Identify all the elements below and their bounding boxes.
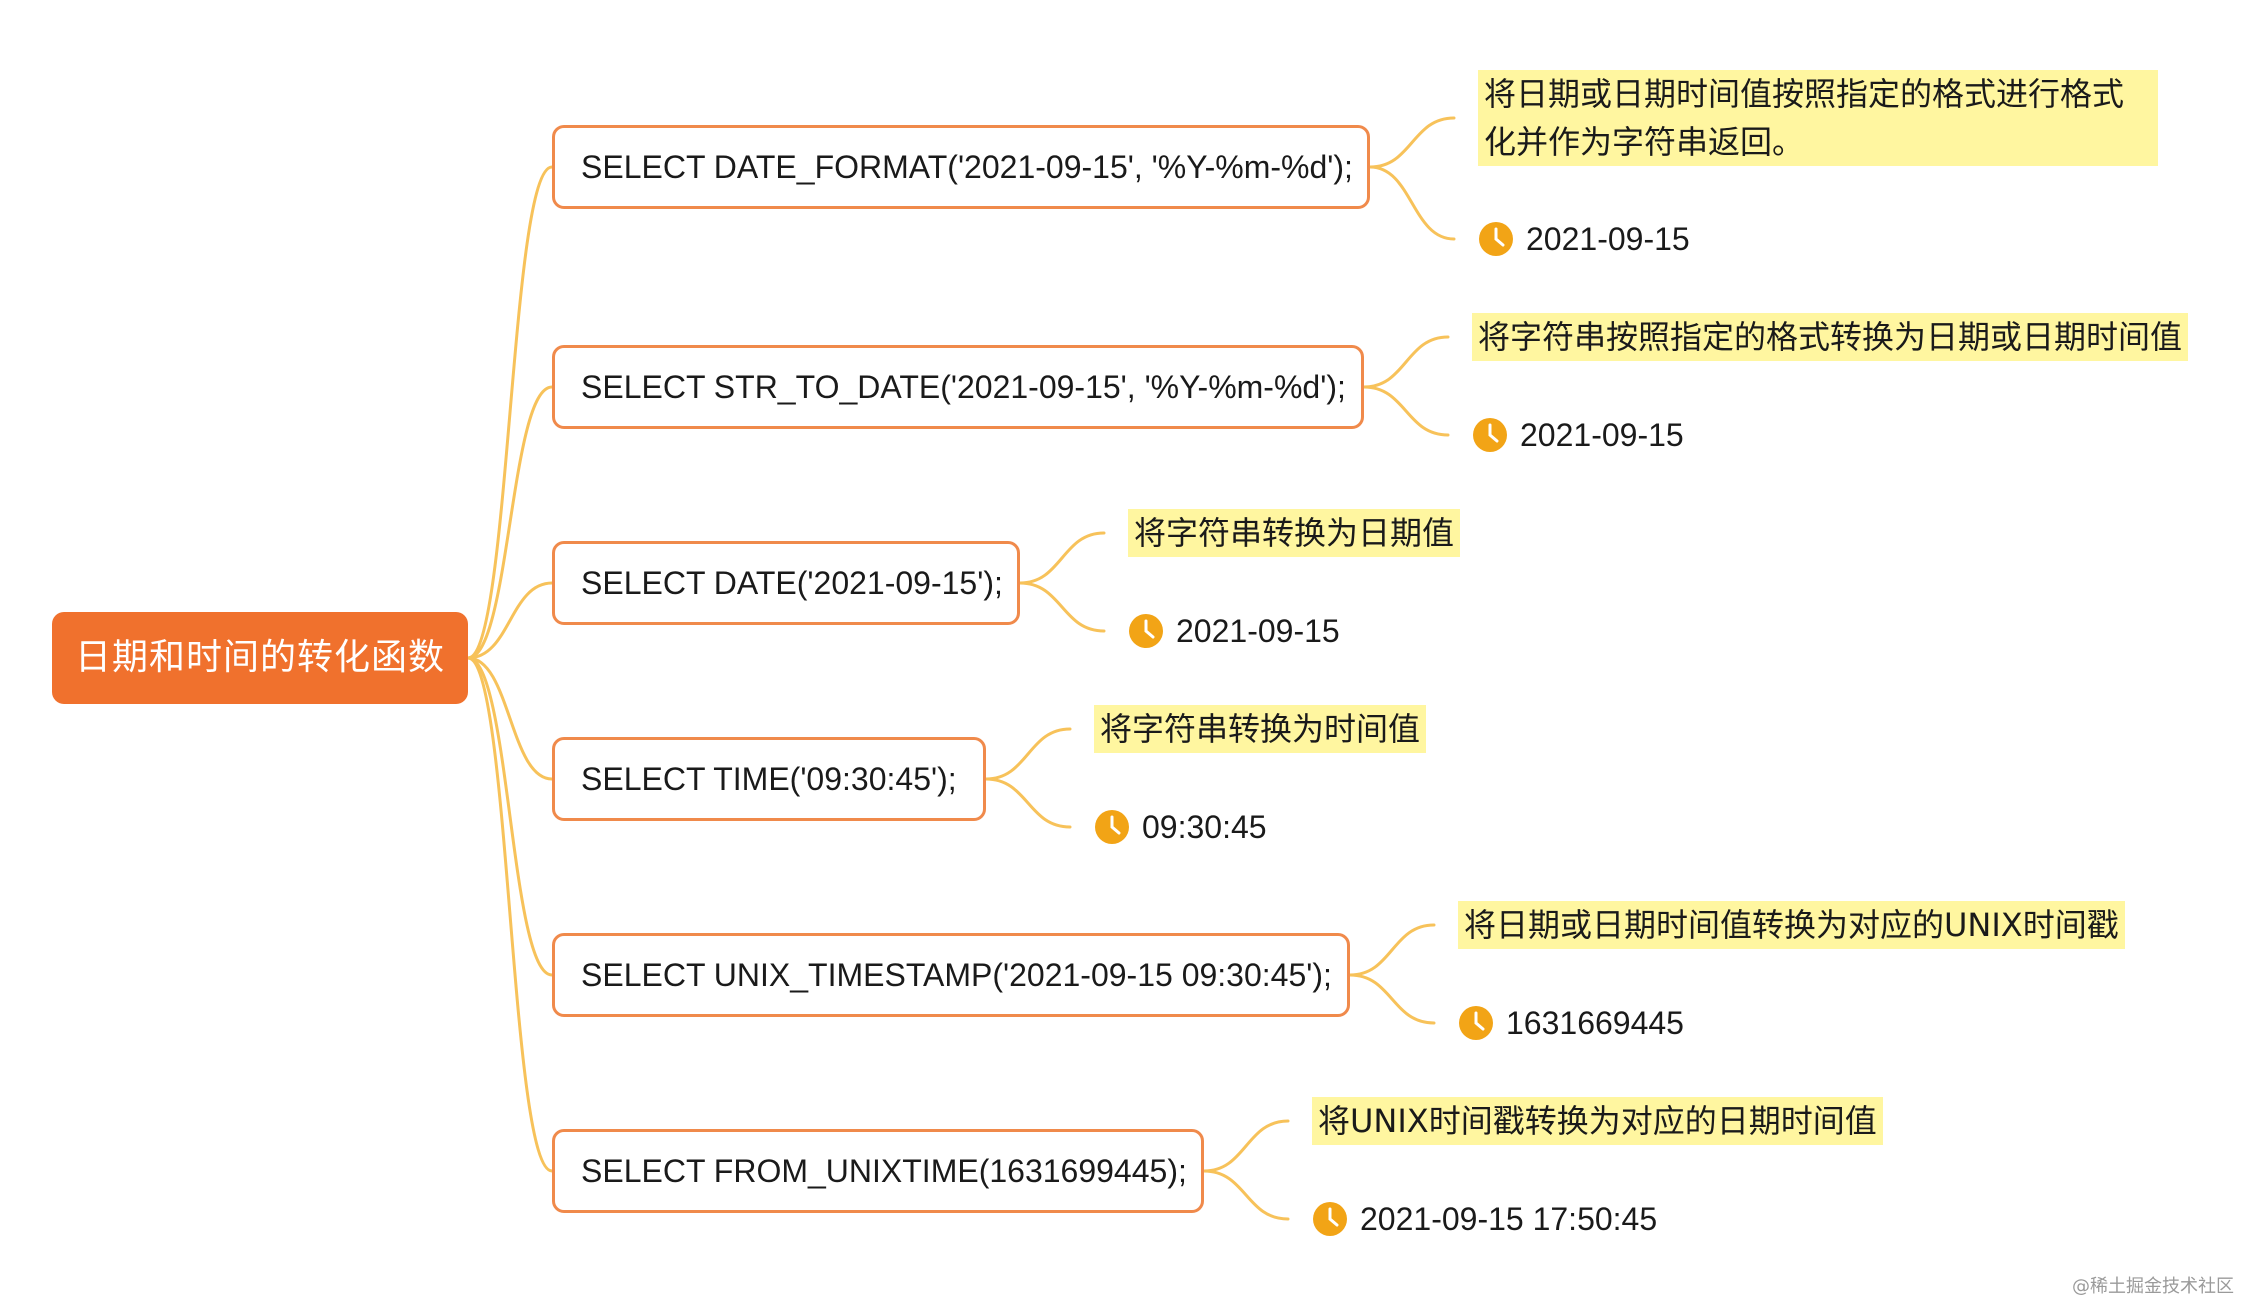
connector-2-desc [1018,531,1106,585]
result-value: 2021-09-15 [1526,220,1690,257]
sql-node-unix-timestamp[interactable]: SELECT UNIX_TIMESTAMP('2021-09-15 09:30:… [552,933,1350,1017]
connector-root-5 [466,656,554,1173]
description-date-format: 将日期或日期时间值按照指定的格式进行格式化并作为字符串返回。 [1478,70,2158,166]
connector-root-1 [466,385,554,660]
connector-0-desc [1368,116,1456,169]
connector-root-2 [466,581,554,660]
connector-5-result [1202,1169,1290,1221]
result-value: 09:30:45 [1142,808,1267,845]
description-str-to-date: 将字符串按照指定的格式转换为日期或日期时间值 [1472,313,2189,361]
connector-5-desc [1202,1119,1290,1173]
sql-node-date-format[interactable]: SELECT DATE_FORMAT('2021-09-15', '%Y-%m-… [552,125,1370,209]
sql-node-from-unixtime[interactable]: SELECT FROM_UNIXTIME(1631699445); [552,1129,1204,1213]
connector-root-0 [466,165,554,660]
description-time: 将字符串转换为时间值 [1094,705,1427,753]
result-value: 2021-09-15 17:50:45 [1360,1200,1658,1237]
result-value: 2021-09-15 [1176,612,1340,649]
connector-4-result [1348,973,1436,1025]
root-node[interactable]: 日期和时间的转化函数 [52,612,468,704]
result-value: 2021-09-15 [1520,416,1684,453]
connector-root-4 [466,656,554,977]
clock-icon [1459,1006,1493,1040]
result-str-to-date: 2021-09-15 [1472,415,1684,455]
result-date: 2021-09-15 [1128,611,1340,651]
connector-4-desc [1348,923,1436,977]
result-from-unixtime: 2021-09-15 17:50:45 [1312,1199,1657,1239]
sql-node-date[interactable]: SELECT DATE('2021-09-15'); [552,541,1020,625]
connector-1-desc [1362,335,1450,389]
description-date: 将字符串转换为日期值 [1128,509,1461,557]
sql-node-str-to-date[interactable]: SELECT STR_TO_DATE('2021-09-15', '%Y-%m-… [552,345,1364,429]
connector-root-3 [466,656,554,781]
clock-icon [1129,614,1163,648]
connector-1-result [1362,385,1450,437]
description-unix-timestamp: 将日期或日期时间值转换为对应的UNIX时间戳 [1458,901,2125,949]
result-unix-timestamp: 1631669445 [1458,1003,1684,1043]
clock-icon [1473,418,1507,452]
result-value: 1631669445 [1506,1004,1684,1041]
sql-node-time[interactable]: SELECT TIME('09:30:45'); [552,737,986,821]
description-from-unixtime: 将UNIX时间戳转换为对应的日期时间值 [1312,1097,1883,1145]
connector-0-result [1368,165,1456,241]
connector-2-result [1018,581,1106,633]
watermark: @稀土掘金技术社区 [2072,1276,2234,1297]
result-time: 09:30:45 [1094,807,1267,847]
clock-icon [1479,222,1513,256]
connector-3-desc [984,727,1072,781]
result-date-format: 2021-09-15 [1478,219,1690,259]
clock-icon [1095,810,1129,844]
connector-3-result [984,777,1072,829]
clock-icon [1313,1202,1347,1236]
